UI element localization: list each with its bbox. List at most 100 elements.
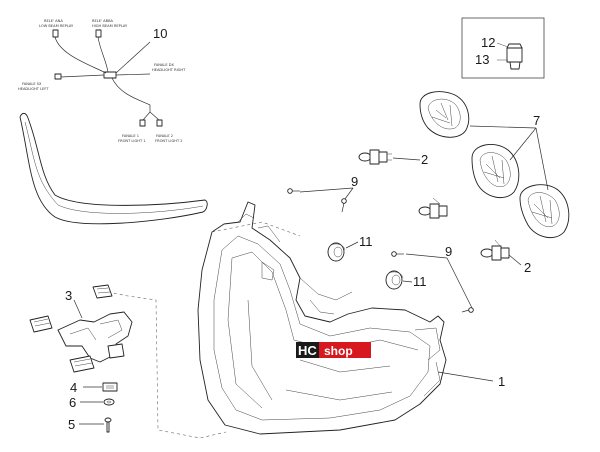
pad-left-lines	[33, 318, 51, 327]
label-headlight-right-1: FANALE DX	[154, 63, 175, 67]
screw-3	[391, 251, 404, 257]
watermark-hc-block	[296, 342, 319, 358]
pad-left	[29, 315, 53, 333]
reflector-top	[419, 91, 470, 138]
leader-11a	[345, 241, 359, 249]
watermark-hc-text: HC	[298, 343, 317, 358]
label-high-beam-relay-1: RELE' ABBA	[92, 19, 114, 23]
label-low-beam-relay-1: RELE' ANA	[44, 19, 63, 23]
leader-10	[115, 41, 151, 74]
screws: 9 9	[287, 174, 474, 313]
headlight-brackets	[237, 213, 281, 281]
leader-7	[469, 125, 549, 191]
relay-base	[509, 61, 521, 70]
clip-nut-lines	[106, 385, 114, 389]
low-beam-relay-connector	[52, 29, 59, 38]
callout-3: 3	[65, 288, 72, 303]
bulbs: 2 2	[358, 149, 531, 275]
headlight-housing	[197, 201, 447, 435]
label-low-beam-relay-2: LOW BEAM REPLAY	[39, 24, 74, 28]
front-light-2-connector	[156, 119, 163, 127]
callout-2b: 2	[524, 260, 531, 275]
wire-front-lights	[111, 77, 151, 112]
pad-top-lines	[96, 287, 111, 294]
callout-9b: 9	[445, 244, 452, 259]
relay-top	[506, 43, 523, 49]
washer	[103, 398, 115, 406]
pad-bottom	[69, 355, 95, 373]
label-high-beam-relay-2: HIGH BEAM REPLAY	[92, 24, 128, 28]
pad-bottom-lines	[73, 358, 93, 367]
dashed-link-top	[211, 221, 301, 237]
detail-box-frame	[461, 17, 545, 79]
watermark-shop-text: shop	[324, 344, 353, 358]
screw-head	[104, 417, 112, 423]
leader-1	[437, 371, 494, 382]
clip-nut	[102, 382, 118, 392]
relay-body	[506, 47, 523, 63]
screw-2	[341, 198, 347, 213]
leader-11b	[402, 280, 413, 283]
label-front-light-2-b: FRONT LIGHT 2	[155, 139, 183, 143]
reflector-cones: 7	[419, 91, 570, 239]
high-beam-relay-connector	[95, 29, 102, 38]
callout-11b: 11	[413, 274, 427, 289]
leader-9b	[405, 253, 473, 309]
washer-hole	[106, 400, 112, 404]
headlight-lens-lines	[247, 299, 393, 401]
reflector-bottom	[519, 184, 570, 239]
bulb-middle	[418, 197, 448, 219]
wire-high-beam	[97, 36, 109, 73]
grommets: 11 11	[327, 234, 427, 290]
reflector-middle	[471, 143, 520, 199]
pad-top	[92, 284, 113, 299]
headlight-assembly: 1	[197, 201, 505, 435]
screw-4	[461, 307, 474, 313]
callout-7: 7	[533, 113, 540, 128]
callout-1: 1	[498, 374, 505, 389]
wire-headlight-left	[60, 74, 105, 78]
wire-headlight-right	[115, 73, 151, 76]
label-front-light-1-b: FRONT LIGHT 1	[118, 139, 146, 143]
watermark-shop-block	[319, 342, 371, 358]
trim-strip-inner	[24, 121, 204, 214]
label-headlight-left-2: HEADLIGHT LEFT	[18, 87, 49, 91]
callout-2a: 2	[421, 152, 428, 167]
callout-4: 4	[70, 380, 77, 395]
wiring-harness: RELE' ANA LOW BEAM REPLAY RELE' ABBA HIG…	[18, 19, 186, 143]
headlight-left-connector	[54, 73, 62, 80]
leader-9a	[299, 187, 354, 200]
mount-bracket-assembly: 3	[29, 284, 133, 373]
trim-strip-outer	[19, 112, 208, 225]
headlight-inner-facets	[227, 251, 419, 409]
leader-3	[73, 299, 83, 319]
wire-front-split	[142, 111, 160, 121]
callout-13: 13	[475, 52, 489, 67]
leader-2a	[392, 157, 421, 161]
wire-low-beam	[54, 36, 107, 74]
leader-2b	[508, 254, 522, 266]
screw-1	[287, 188, 300, 194]
label-front-light-2-a: FANALE 2	[156, 134, 173, 138]
callout-11a: 11	[359, 234, 373, 249]
headlight-mount-details	[299, 277, 353, 315]
callout-5: 5	[68, 417, 75, 432]
dashed-reference-line	[107, 221, 301, 439]
callout-9a: 9	[351, 174, 358, 189]
front-light-1-connector	[139, 119, 146, 127]
bulb-upper	[358, 149, 392, 165]
bracket-details	[69, 319, 123, 341]
label-front-light-1-a: FANALE 1	[122, 134, 139, 138]
callout-12: 12	[481, 35, 495, 50]
label-headlight-left-1: FANALE SX	[22, 82, 42, 86]
label-headlight-right-2: HEADLIGHT RIGHT	[152, 68, 186, 72]
screw-shaft	[106, 421, 110, 433]
trim-strip	[19, 112, 208, 225]
bulb-lower	[480, 239, 510, 261]
pad-small	[107, 343, 125, 359]
callout-6: 6	[69, 395, 76, 410]
hcshop-watermark: HC shop	[296, 342, 371, 358]
headlight-right-cluster	[414, 327, 441, 397]
